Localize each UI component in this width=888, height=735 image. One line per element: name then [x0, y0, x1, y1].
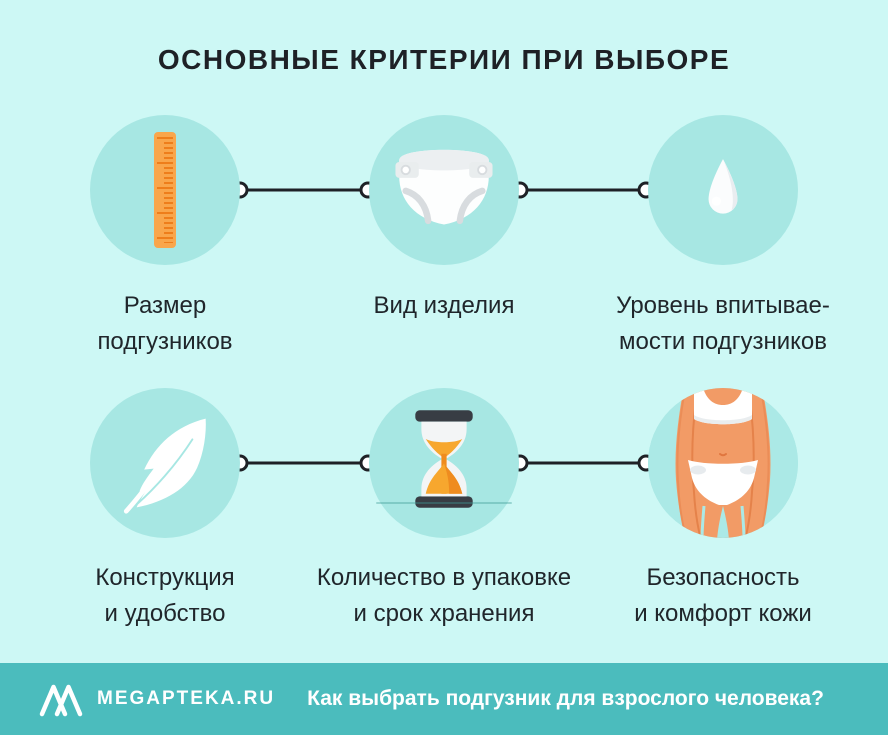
brand-name: MEGAPTEKA.RU: [97, 688, 276, 709]
footer-bar: MEGAPTEKA.RU Как выбрать подгузник для в…: [0, 663, 888, 735]
feather-icon: [123, 418, 206, 514]
drop-icon: [708, 159, 738, 214]
criterion-label-safety: Безопасность и комфорт кожи: [563, 560, 883, 632]
label-line: подгузников: [97, 328, 233, 355]
label-line: Конструкция: [95, 564, 235, 591]
label-line: и срок хранения: [353, 600, 535, 627]
hourglass-icon: [415, 410, 473, 508]
criterion-circle-quantity: [369, 388, 519, 538]
label-line: и удобство: [104, 600, 226, 627]
criterion-circle-absorbency: [648, 115, 798, 265]
criterion-label-size: Размер подгузников: [5, 288, 325, 360]
criterion-circle-size: [90, 115, 240, 265]
criterion-label-construction: Конструкция и удобство: [5, 560, 325, 632]
criterion-label-product-type: Вид изделия: [284, 288, 604, 324]
criterion-circle-construction: [90, 388, 240, 538]
footer-question: Как выбрать подгузник для взрослого чело…: [307, 687, 824, 710]
diaper-icon: [395, 149, 493, 225]
label-line: Количество в упаковке: [316, 564, 572, 591]
body-icon: [648, 388, 798, 538]
label-line: и комфорт кожи: [634, 600, 812, 627]
label-line: мости подгузников: [618, 328, 828, 355]
criterion-label-quantity: Количество в упаковке и срок хранения: [284, 560, 604, 632]
label-line: Размер: [123, 292, 207, 319]
megapteka-logo-icon: [39, 684, 83, 717]
criterion-circle-product-type: [369, 115, 519, 265]
label-line: Безопасность: [646, 564, 800, 591]
label-line: Вид изделия: [373, 292, 515, 319]
criterion-circle-safety: [648, 388, 798, 538]
ruler-icon: [154, 132, 176, 248]
page-title: ОСНОВНЫЕ КРИТЕРИИ ПРИ ВЫБОРЕ: [157, 44, 731, 75]
label-line: Уровень впитывае-: [616, 292, 830, 319]
criterion-label-absorbency: Уровень впитывае- мости подгузников: [563, 288, 883, 360]
